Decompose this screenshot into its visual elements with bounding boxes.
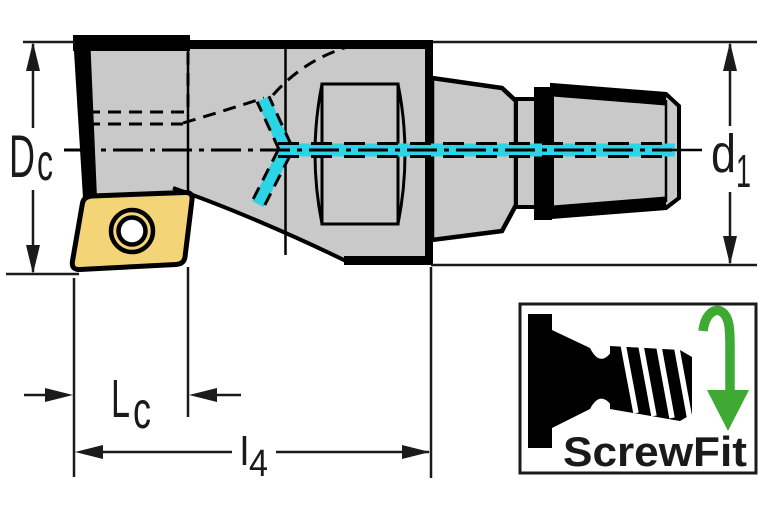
arrow-l4-right	[402, 445, 430, 459]
body-top-edge	[186, 40, 433, 49]
indexable-insert	[69, 189, 195, 273]
label-l4-main: l	[240, 430, 249, 474]
dimension-arrowheads	[26, 42, 737, 459]
arrow-dc-up	[26, 42, 40, 71]
cutter-head	[84, 46, 190, 196]
body-bottom-edge	[344, 256, 433, 265]
coolant-branch-walls	[250, 95, 293, 208]
screw-icon	[528, 314, 693, 448]
insert-screw-hole	[116, 215, 148, 247]
rotation-arrow-icon	[698, 305, 749, 431]
label-lc-main: L	[111, 369, 130, 429]
hidden-lines	[87, 42, 359, 126]
coolant-branch-upper	[257, 96, 291, 150]
screwfit-logo-box: ScrewFit	[518, 302, 758, 475]
label-d1-sub: 1	[736, 145, 751, 197]
thread-stripes	[620, 343, 693, 421]
arrow-d1-up	[723, 42, 737, 71]
label-dc-sub: c	[37, 134, 53, 192]
arrow-lc-right	[189, 388, 217, 402]
insert-hole-outer-ring	[108, 207, 156, 255]
screwfit-logo-text: ScrewFit	[563, 428, 747, 475]
arrow-lc-left	[45, 388, 73, 402]
label-dc-main: D	[9, 123, 35, 190]
dimension-labels: D c d 1 L c l 4	[9, 123, 751, 485]
label-d1-main: d	[711, 124, 736, 184]
coolant-branch-lower	[252, 150, 290, 207]
flute-cutout	[186, 193, 351, 274]
arrow-d1-down	[723, 236, 737, 265]
label-lc-main-sub: c	[133, 382, 151, 440]
label-l4-sub: 4	[249, 443, 268, 485]
arrow-dc-down	[26, 245, 40, 274]
head-left-edge	[73, 35, 97, 198]
connection-cone	[429, 75, 519, 243]
arrow-l4-left	[75, 445, 103, 459]
head-top-band	[73, 35, 190, 51]
